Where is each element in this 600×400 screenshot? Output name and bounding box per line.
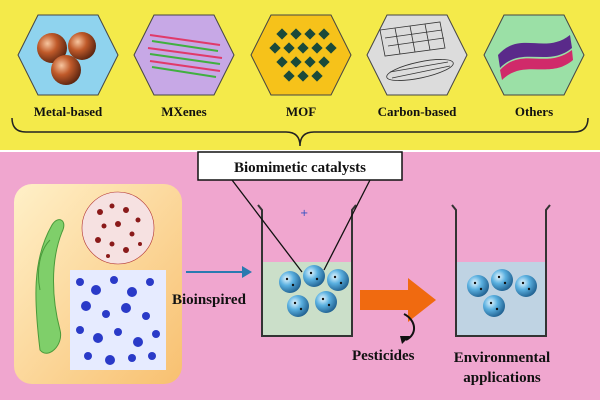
enzyme-circle (81, 191, 155, 265)
label-mxenes: MXenes (161, 104, 207, 119)
result-label-line1: Environmental (454, 350, 550, 366)
hexagon-carbon-based (366, 14, 468, 96)
pointer-line-right (323, 179, 371, 271)
hexagon-metal-based (17, 14, 119, 96)
svg-text:+: + (300, 208, 308, 219)
hexagon-others (483, 14, 585, 96)
label-mof: MOF (286, 104, 316, 119)
center-box (197, 151, 403, 181)
label-carbon-based: Carbon-based (378, 104, 458, 119)
pesticides-curve-arrow (403, 313, 415, 341)
catalyst-particles-result (467, 269, 537, 317)
result-label-line2: applications (463, 370, 541, 386)
catalyst-particles-reaction (279, 265, 349, 317)
label-others: Others (515, 104, 553, 119)
plant-shape (35, 219, 65, 354)
label-metal-based: Metal-based (34, 104, 103, 119)
hexagon-mof (250, 14, 352, 96)
grouping-bracket (11, 117, 589, 147)
pesticides-label: Pesticides (352, 348, 415, 364)
center-box-label: Biomimetic catalysts (234, 160, 366, 176)
hexagon-mxenes (133, 14, 235, 96)
pointer-line-left (231, 179, 303, 273)
bioinspired-label: Bioinspired (172, 292, 247, 308)
process-arrow (360, 278, 436, 322)
